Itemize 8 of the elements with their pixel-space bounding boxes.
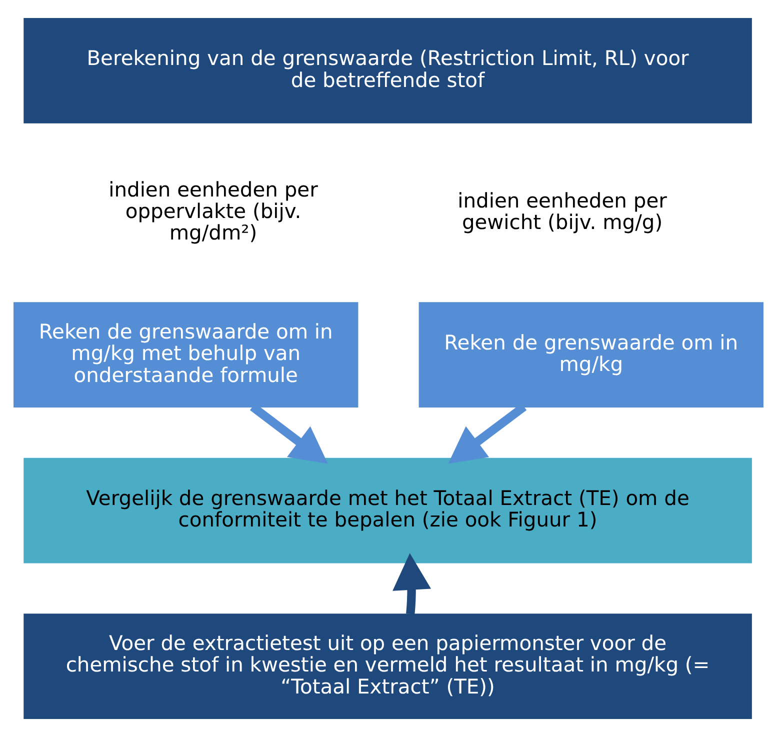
node-box: Reken de grenswaarde om in mg/kg met behulp van onderstaande formule (14, 302, 358, 408)
node-box: Berekening van de grenswaarde (Restriction Limit, RL) voor de betreffende stof (24, 18, 752, 124)
node-box: Vergelijk de grenswaarde met het Totaal Extract (TE) om de conformiteit te bepalen (zie ook Figuur 1) (24, 458, 752, 564)
arrow (392, 553, 432, 614)
node-box: Reken de grenswaarde om in mg/kg (418, 302, 764, 408)
node-box: Voer de extractietest uit op een papiermonster voor de chemische stof in kwestie en vermeld het resultaat in mg/kg (= “Totaal Extract” (TE)) (24, 614, 752, 719)
label: indien eenheden per oppervlakte (bijv. mg/dm²) (108, 177, 318, 245)
label: indien eenheden per gewicht (bijv. mg/g) (458, 188, 667, 234)
